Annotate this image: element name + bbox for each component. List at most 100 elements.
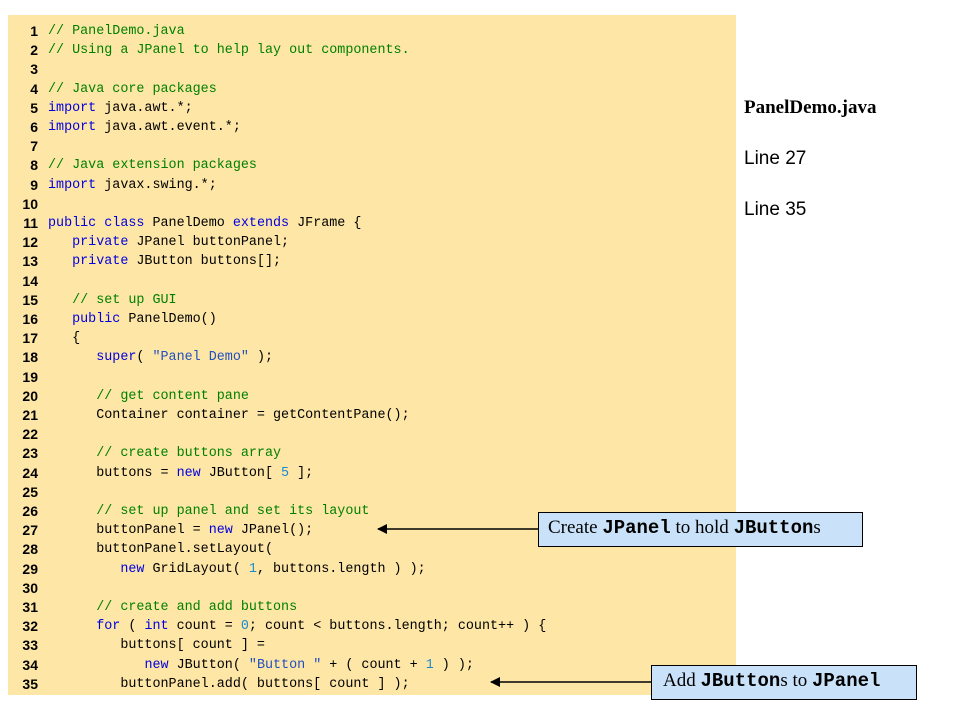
line-reference-35: Line 35	[744, 199, 807, 220]
line-text: public class PanelDemo extends JFrame {	[48, 214, 361, 233]
code-token-plain	[48, 254, 72, 269]
callout-code: JPanel	[812, 670, 881, 692]
code-token-comment: // Using a JPanel to help lay out compon…	[48, 43, 410, 59]
code-token-plain: (	[120, 619, 145, 635]
callout-text: Add	[663, 670, 701, 691]
callout-create-jpanel: Create JPanel to hold JButtons	[538, 512, 863, 547]
line-text: buttonPanel.add( buttons[ count ] );	[48, 675, 410, 694]
code-token-plain: PanelDemo()	[120, 312, 217, 327]
code-token-comment: // create and add buttons	[96, 600, 298, 615]
code-token-keyword: new	[208, 523, 233, 539]
code-token-keyword: super	[96, 350, 137, 366]
code-token-number: 5	[281, 465, 290, 481]
callout-text: Create	[548, 517, 603, 538]
line-number: 32	[22, 618, 38, 635]
line-number: 31	[22, 599, 38, 615]
line-number: 27	[22, 522, 38, 539]
callout-text: to hold	[670, 517, 734, 538]
code-token-plain	[48, 619, 96, 634]
line-number: 8	[30, 157, 38, 174]
line-text: // create and add buttons	[48, 598, 297, 617]
code-token-keyword: new	[144, 657, 169, 673]
line-number: 15	[22, 291, 38, 308]
line-text: new JButton( "Button " + ( count + 1 ) )…	[48, 656, 474, 675]
code-token-plain: java.awt.event.*;	[96, 120, 241, 135]
code-token-plain: GridLayout(	[144, 561, 249, 577]
code-token-plain: + ( count +	[321, 657, 426, 673]
line-number: 28	[22, 541, 38, 558]
line-text: // Using a JPanel to help lay out compon…	[48, 41, 410, 60]
line-text: for ( int count = 0; count < buttons.len…	[48, 617, 546, 636]
line-text: super( "Panel Demo" );	[48, 348, 273, 367]
code-token-keyword: int	[144, 619, 169, 635]
callout-code: JButton	[700, 670, 781, 692]
code-token-plain: java.awt.*;	[96, 100, 193, 116]
line-text: Container container = getContentPane();	[48, 406, 410, 425]
code-token-keyword: public	[72, 312, 121, 327]
line-text: import java.awt.*;	[48, 99, 193, 118]
code-token-keyword: private	[72, 235, 129, 251]
code-token-keyword: new	[176, 465, 201, 481]
code-token-plain	[48, 235, 72, 250]
line-number: 3	[30, 61, 38, 78]
code-token-plain	[48, 293, 72, 308]
code-token-number: 0	[240, 619, 249, 635]
code-token-plain: ) );	[433, 657, 474, 673]
line-text: // create buttons array	[48, 444, 281, 463]
line-number: 30	[22, 579, 38, 596]
code-token-plain	[48, 600, 96, 615]
code-token-plain: buttonPanel.add( buttons[ count ] );	[48, 676, 410, 692]
code-token-keyword: import	[48, 100, 97, 116]
line-text: {	[48, 329, 80, 348]
code-token-keyword: public class	[48, 216, 145, 231]
code-token-keyword: import	[48, 120, 97, 135]
code-token-plain: {	[48, 331, 81, 347]
code-token-keyword: extends	[232, 216, 290, 231]
code-token-plain: (	[136, 350, 153, 366]
line-number: 19	[22, 368, 38, 385]
code-token-plain	[48, 389, 96, 404]
line-number: 2	[30, 42, 38, 59]
line-number: 10	[22, 195, 38, 212]
code-token-plain	[48, 658, 144, 673]
line-number: 20	[22, 387, 38, 404]
line-number: 17	[22, 330, 38, 347]
code-token-plain: JButton[	[200, 465, 282, 481]
line-number: 7	[30, 138, 38, 155]
code-token-plain	[48, 504, 96, 519]
code-token-number: 1	[425, 657, 434, 673]
code-token-string: "Panel Demo"	[152, 350, 249, 366]
line-number: 11	[23, 215, 38, 231]
line-number: 18	[22, 349, 38, 366]
code-token-plain: PanelDemo	[144, 216, 233, 231]
code-token-plain: buttonPanel =	[48, 523, 209, 539]
code-token-keyword: private	[72, 254, 129, 270]
line-number: 24	[22, 464, 38, 481]
code-token-comment: // Java core packages	[48, 81, 217, 97]
line-text: public PanelDemo()	[48, 310, 217, 329]
line-number: 34	[22, 656, 38, 673]
code-token-plain	[48, 350, 96, 365]
line-number: 33	[22, 637, 38, 654]
line-number: 29	[22, 560, 38, 577]
callout-text: s to	[780, 670, 812, 691]
line-text: import java.awt.event.*;	[48, 118, 241, 137]
line-text: private JButton buttons[];	[48, 252, 281, 271]
callout-code: JButton	[733, 517, 814, 539]
callout-code: JPanel	[602, 517, 671, 539]
line-number: 21	[22, 407, 38, 423]
code-token-comment: // set up GUI	[72, 292, 177, 308]
code-token-string: "Button "	[248, 657, 322, 673]
code-token-plain: JFrame {	[289, 216, 362, 231]
line-text: buttons[ count ] =	[48, 636, 265, 655]
code-token-plain: Container container = getContentPane();	[48, 408, 410, 423]
code-token-keyword: new	[120, 561, 145, 577]
code-token-plain	[48, 446, 96, 461]
code-token-plain: ; count < buttons.length; count++ ) {	[248, 619, 547, 635]
code-token-plain: buttons[ count ] =	[48, 638, 265, 654]
line-text: buttonPanel = new JPanel();	[48, 521, 313, 540]
line-text: // set up panel and set its layout	[48, 502, 369, 521]
callout-text: s	[813, 517, 821, 538]
line-number: 35	[22, 675, 38, 692]
line-reference-27: Line 27	[744, 148, 807, 169]
